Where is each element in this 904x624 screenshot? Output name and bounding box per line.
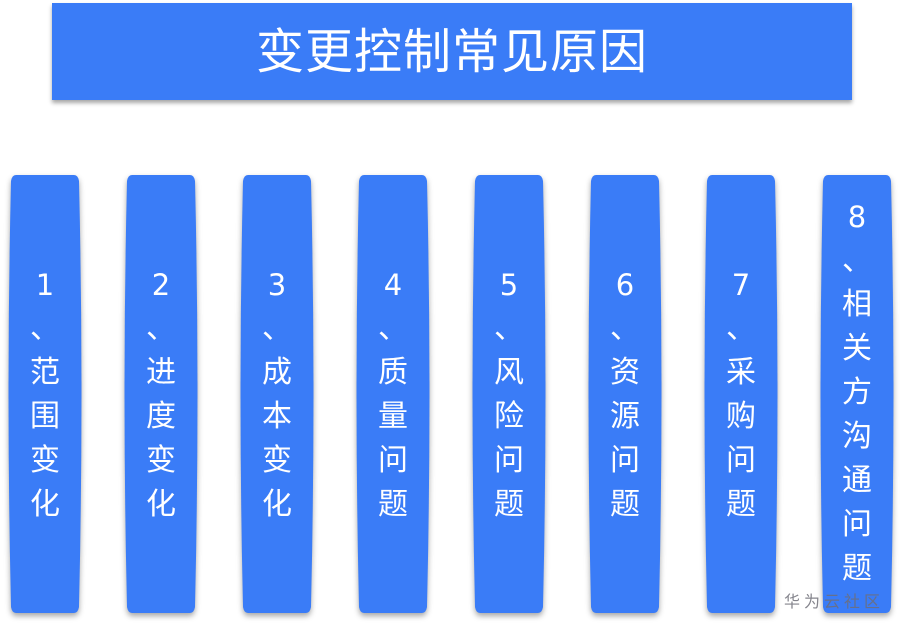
pillar-char: 围 [30, 399, 60, 434]
pillar-label: 5 、风险问题 [470, 263, 548, 527]
pillar-label: 1 、范围变化 [6, 263, 84, 527]
pillar-3: 3 、成本变化 [238, 175, 316, 613]
pillar-char: 本 [262, 399, 292, 434]
pillar-label: 4 、质量问题 [354, 263, 432, 527]
pillar-char: 变 [262, 443, 292, 478]
pillar-char: 关 [842, 331, 872, 366]
pillar-char: 量 [378, 399, 408, 434]
title-banner: 变更控制常见原因 [52, 3, 852, 100]
pillar-separator: 、 [726, 311, 756, 346]
pillar-shape [8, 175, 82, 613]
pillar-shape [704, 175, 778, 613]
pillar-char: 化 [146, 487, 176, 522]
pillar-5: 5 、风险问题 [470, 175, 548, 613]
pillar-char: 成 [262, 355, 292, 390]
pillar-char: 资 [610, 355, 640, 390]
pillar-char: 购 [726, 399, 756, 434]
pillar-char: 问 [378, 443, 408, 478]
pillar-separator: 、 [842, 243, 872, 278]
pillar-char: 题 [726, 487, 756, 522]
pillar-label: 2 、进度变化 [122, 263, 200, 527]
pillar-separator: 、 [146, 311, 176, 346]
pillar-shape [124, 175, 198, 613]
watermark: 华为云社区 [784, 592, 885, 611]
pillar-char: 化 [262, 487, 292, 522]
pillar-char: 题 [494, 487, 524, 522]
pillar-number: 6 [615, 268, 635, 302]
pillar-char: 变 [30, 443, 60, 478]
pillar-label: 7 、采购问题 [702, 263, 780, 527]
pillar-shape [240, 175, 314, 613]
pillar-char: 问 [842, 507, 872, 542]
pillar-char: 范 [30, 355, 60, 390]
pillar-separator: 、 [30, 311, 60, 346]
pillar-label: 6 、资源问题 [586, 263, 664, 527]
pillar-char: 相 [842, 287, 872, 322]
pillar-char: 进 [146, 355, 176, 390]
pillar-number: 2 [151, 268, 171, 302]
pillar-7: 7 、采购问题 [702, 175, 780, 613]
pillar-separator: 、 [494, 311, 524, 346]
pillar-char: 源 [610, 399, 640, 434]
pillar-2: 2 、进度变化 [122, 175, 200, 613]
pillar-char: 沟 [842, 419, 872, 454]
pillar-char: 质 [378, 355, 408, 390]
pillar-char: 度 [146, 399, 176, 434]
pillar-char: 题 [842, 551, 872, 586]
pillar-number: 3 [267, 268, 287, 302]
pillar-char: 采 [726, 355, 756, 390]
pillar-separator: 、 [262, 311, 292, 346]
pillar-char: 风 [494, 355, 524, 390]
pillar-number: 5 [499, 268, 519, 302]
pillar-1: 1 、范围变化 [6, 175, 84, 613]
pillar-separator: 、 [378, 311, 408, 346]
pillar-label: 3 、成本变化 [238, 263, 316, 527]
pillar-char: 问 [494, 443, 524, 478]
pillar-separator: 、 [610, 311, 640, 346]
pillar-char: 变 [146, 443, 176, 478]
pillar-char: 方 [842, 375, 872, 410]
pillar-4: 4 、质量问题 [354, 175, 432, 613]
pillar-number: 8 [847, 200, 867, 234]
pillar-shape [472, 175, 546, 613]
pillar-shape [356, 175, 430, 613]
pillar-number: 7 [731, 268, 751, 302]
pillar-char: 化 [30, 487, 60, 522]
pillar-8: 8 、相关方沟通问题 [818, 175, 896, 613]
pillar-6: 6 、资源问题 [586, 175, 664, 613]
pillar-shape [820, 175, 894, 613]
pillar-char: 通 [842, 463, 872, 498]
pillar-char: 问 [726, 443, 756, 478]
pillar-char: 题 [378, 487, 408, 522]
pillar-number: 1 [35, 268, 55, 302]
pillar-char: 险 [494, 399, 524, 434]
pillar-number: 4 [383, 268, 403, 302]
page-title: 变更控制常见原因 [255, 23, 648, 80]
pillar-char: 题 [610, 487, 640, 522]
pillar-char: 问 [610, 443, 640, 478]
pillar-label: 8 、相关方沟通问题 [818, 195, 896, 591]
pillar-shape [588, 175, 662, 613]
